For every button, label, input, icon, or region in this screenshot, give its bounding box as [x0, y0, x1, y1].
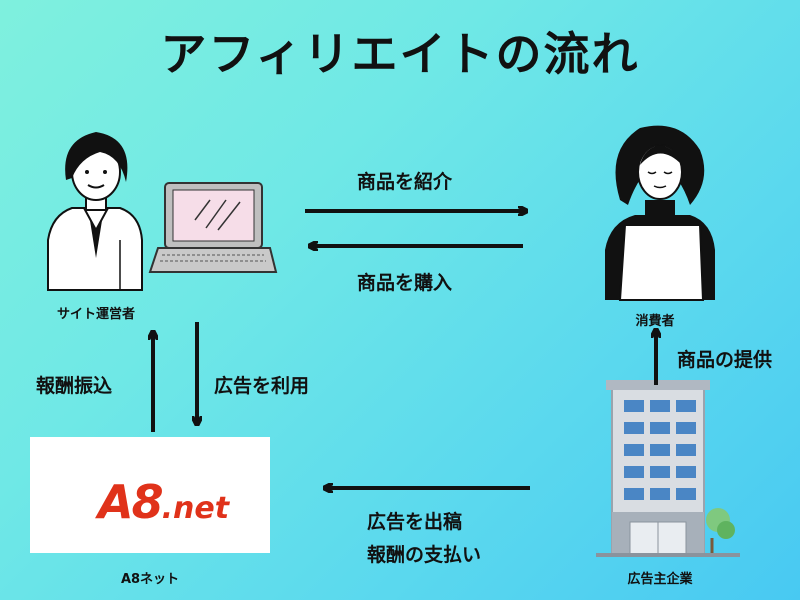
office-building-icon: [596, 380, 740, 557]
flow-label-reward-transfer: 報酬振込: [36, 375, 113, 397]
flow-label-provide-product: 商品の提供: [677, 349, 773, 371]
a8net-logo-text: A8.net: [98, 475, 229, 529]
logo-main-text: A8: [98, 475, 164, 529]
flow-label-introduce-product: 商品を紹介: [357, 171, 453, 193]
a8net-logo: A8.net: [30, 437, 270, 553]
node-label-site-owner: サイト運営者: [56, 307, 135, 322]
flow-label-purchase-product: 商品を購入: [357, 272, 453, 294]
node-label-a8net: A8ネット: [120, 572, 180, 587]
flow-label-place-ads: 広告を出稿: [367, 511, 463, 533]
flow-label-pay-reward: 報酬の支払い: [367, 544, 482, 566]
node-label-consumer: 消費者: [635, 314, 675, 329]
site-owner-person-icon: [47, 132, 143, 291]
flow-label-use-ads: 広告を利用: [214, 375, 310, 397]
page-title: アフィリエイトの流れ: [160, 27, 640, 81]
node-label-advertiser: 広告主企業: [627, 572, 693, 587]
laptop-icon: [148, 182, 278, 273]
consumer-person-icon: [605, 125, 715, 301]
logo-suffix-text: .net: [161, 491, 230, 526]
